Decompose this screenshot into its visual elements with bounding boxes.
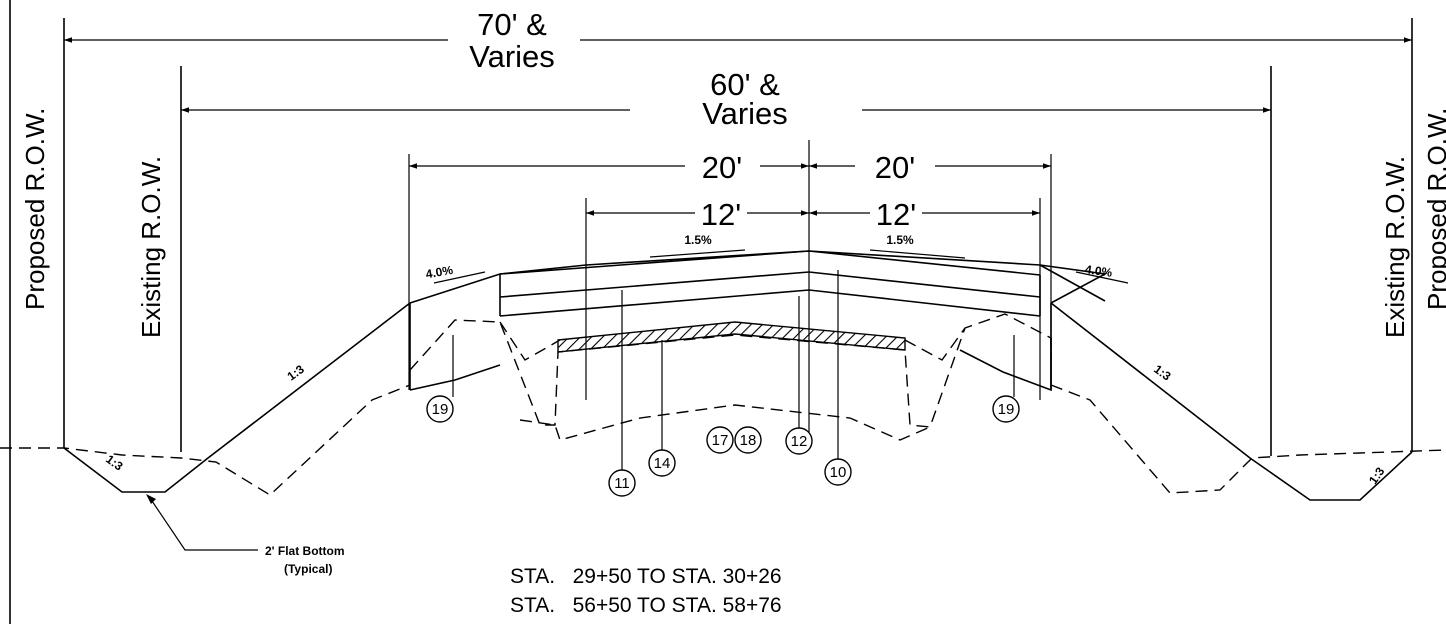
callout-14-circle <box>648 449 676 477</box>
fill-slope-right: 1:3 <box>1151 362 1174 384</box>
shoulder-slope-indicator-left <box>433 271 486 284</box>
right-shoulder-bottom <box>959 338 1052 392</box>
dashed-edge-right <box>904 327 966 361</box>
existing-ground-right <box>1050 384 1446 494</box>
fill-slope-left: 1:3 <box>285 362 308 384</box>
callout-19-left: 19 <box>432 401 449 418</box>
dim-60-line2: Varies <box>702 96 788 131</box>
right-shoulder-top <box>1039 264 1106 302</box>
callout-12-circle <box>785 427 813 455</box>
lane-slope-left: 1.5% <box>684 233 712 247</box>
flat-bottom-note-line2: (Typical) <box>284 562 332 576</box>
callout-10-circle <box>824 458 852 486</box>
station-range-1: STA. 29+50 TO STA. 30+26 <box>510 565 782 588</box>
callout-19-right: 19 <box>998 401 1015 418</box>
slope-indicator-left <box>649 249 746 258</box>
hatched-base-course <box>557 321 906 353</box>
callout-17: 17 <box>712 432 729 449</box>
callout-11-circle <box>608 469 636 497</box>
callout-10: 10 <box>830 464 847 481</box>
existing-row-label-right: Existing R.O.W. <box>1380 156 1410 338</box>
lane-slope-right: 1.5% <box>886 233 914 247</box>
callout-18-circle <box>734 426 762 454</box>
dim-12-right: 12' <box>876 197 916 232</box>
dim-60-line1: 60' & <box>710 67 780 102</box>
callout-18: 18 <box>740 432 757 449</box>
ditch-slope-right: 1:3 <box>1366 464 1388 487</box>
flat-bottom-leader <box>149 497 258 551</box>
dim-20-right: 20' <box>875 150 915 185</box>
dim-70-line2: Varies <box>469 39 555 74</box>
existing-row-label-left: Existing R.O.W. <box>136 156 166 338</box>
dim-20-left: 20' <box>702 150 742 185</box>
callout-19-right-circle <box>992 395 1020 423</box>
left-ditch-and-fill-slope <box>63 302 411 493</box>
dim-12-left: 12' <box>701 197 741 232</box>
callout-19-left-circle <box>426 395 454 423</box>
right-ditch-and-fill-slope <box>1050 302 1413 501</box>
dim-70-line1: 70' & <box>477 7 547 42</box>
dashed-edge-left <box>499 321 561 361</box>
lower-subgrade-dashed <box>519 404 931 441</box>
shoulder-slope-indicator-right <box>1075 271 1129 284</box>
shoulder-slope-left: 4.0% <box>425 263 455 282</box>
shoulder-slope-right: 4.0% <box>1084 262 1113 280</box>
proposed-row-label-left: Proposed R.O.W. <box>20 108 50 310</box>
slope-indicator-right <box>869 249 966 259</box>
callout-17-circle <box>706 426 734 454</box>
pavement-layer-3 <box>499 289 1041 317</box>
pavement-layer-2 <box>499 271 1041 298</box>
proposed-row-label-right: Proposed R.O.W. <box>1422 108 1446 310</box>
right-shoulder-top-join <box>1039 264 1108 304</box>
flat-bottom-note-line1: 2' Flat Bottom <box>265 544 345 558</box>
callout-11: 11 <box>614 475 630 492</box>
left-shoulder-bottom <box>409 364 501 391</box>
flat-bottom-arrowhead <box>146 494 156 504</box>
pavement-surface <box>499 250 1041 276</box>
callout-12: 12 <box>791 433 808 450</box>
existing-ground-left <box>0 384 411 496</box>
station-range-2: STA. 56+50 TO STA. 58+76 <box>510 594 782 617</box>
callout-14: 14 <box>654 455 671 472</box>
